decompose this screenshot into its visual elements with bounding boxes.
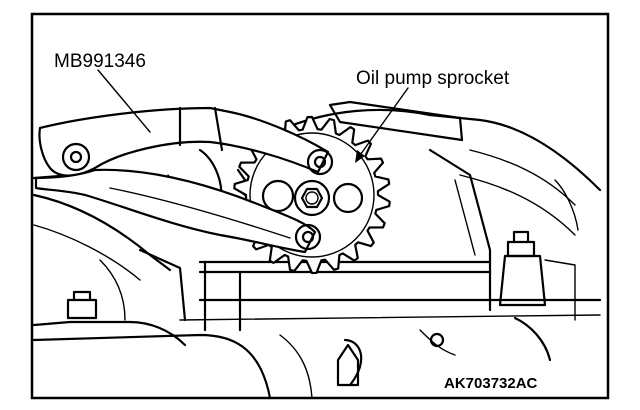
tool-label: MB991346 bbox=[54, 51, 146, 72]
lower-bolt-head bbox=[66, 298, 98, 320]
sprocket-leader-line bbox=[357, 87, 409, 159]
tool-pivot bbox=[61, 142, 91, 172]
right-bolt-head bbox=[506, 240, 536, 258]
sprocket-leader-arrow bbox=[355, 150, 365, 163]
tool-upper-pin bbox=[306, 148, 334, 176]
illustration-frame bbox=[30, 12, 610, 400]
part-label: Oil pump sprocket bbox=[356, 68, 510, 89]
mounting-hole bbox=[429, 332, 445, 348]
sprocket-nut bbox=[300, 187, 324, 209]
sprocket-center-bolt bbox=[293, 179, 331, 217]
special-tool-mb991346 bbox=[32, 106, 334, 254]
figure-code: AK703732AC bbox=[444, 375, 538, 392]
sprocket-hole-right bbox=[332, 182, 364, 214]
tool-leader-line bbox=[97, 69, 151, 133]
engine-background bbox=[32, 100, 602, 400]
tool-lower-pin bbox=[294, 223, 322, 251]
